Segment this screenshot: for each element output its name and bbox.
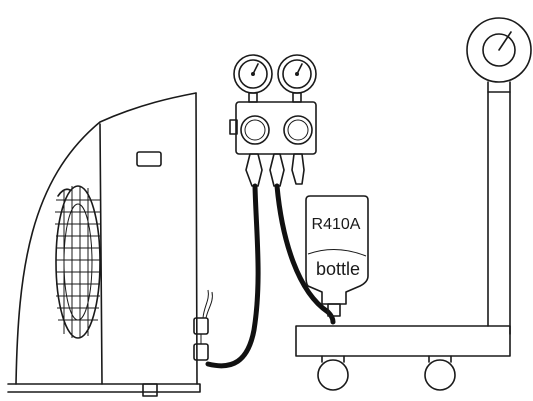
weighing-scale — [295, 17, 532, 391]
unit-rear-housing — [15, 92, 197, 385]
low-pressure-gauge-icon — [233, 54, 273, 103]
manifold-gauge-set — [229, 54, 317, 187]
bottle-valve — [327, 303, 341, 317]
scale-column — [487, 91, 511, 335]
service-valves — [193, 289, 213, 361]
unit-panel-seam — [99, 123, 103, 385]
scale-dial-outer — [466, 17, 532, 83]
center-hose-fitting — [269, 153, 285, 187]
bottle-outline — [305, 195, 369, 305]
refrigerant-bottle: R410A bottle — [305, 195, 369, 317]
bottle-liquid-line — [307, 249, 367, 257]
left-hose-fitting — [245, 153, 263, 187]
high-side-valve-knob — [283, 115, 313, 145]
manifold-body — [235, 101, 317, 155]
outdoor-unit — [7, 92, 213, 397]
hose-to-bottle — [274, 183, 336, 325]
scale-dial-needle — [498, 31, 512, 51]
bottle-label: bottle — [316, 259, 360, 279]
scale-wheel-right — [424, 359, 456, 391]
refrigerant-label: R410A — [312, 216, 361, 233]
low-side-valve-knob — [240, 115, 270, 145]
scale-platform — [295, 325, 511, 357]
unit-foot — [142, 383, 158, 397]
unit-side-panel — [195, 92, 198, 385]
manifold-side-port — [229, 119, 238, 135]
hose-to-unit — [205, 183, 261, 369]
scale-dial-inner — [482, 33, 516, 67]
fan-grille — [55, 185, 101, 339]
unit-base — [7, 383, 201, 393]
right-hose-fitting — [291, 153, 305, 185]
scale-wheel-left — [317, 359, 349, 391]
high-pressure-gauge-icon — [277, 54, 317, 103]
unit-handle-slot — [136, 151, 162, 167]
